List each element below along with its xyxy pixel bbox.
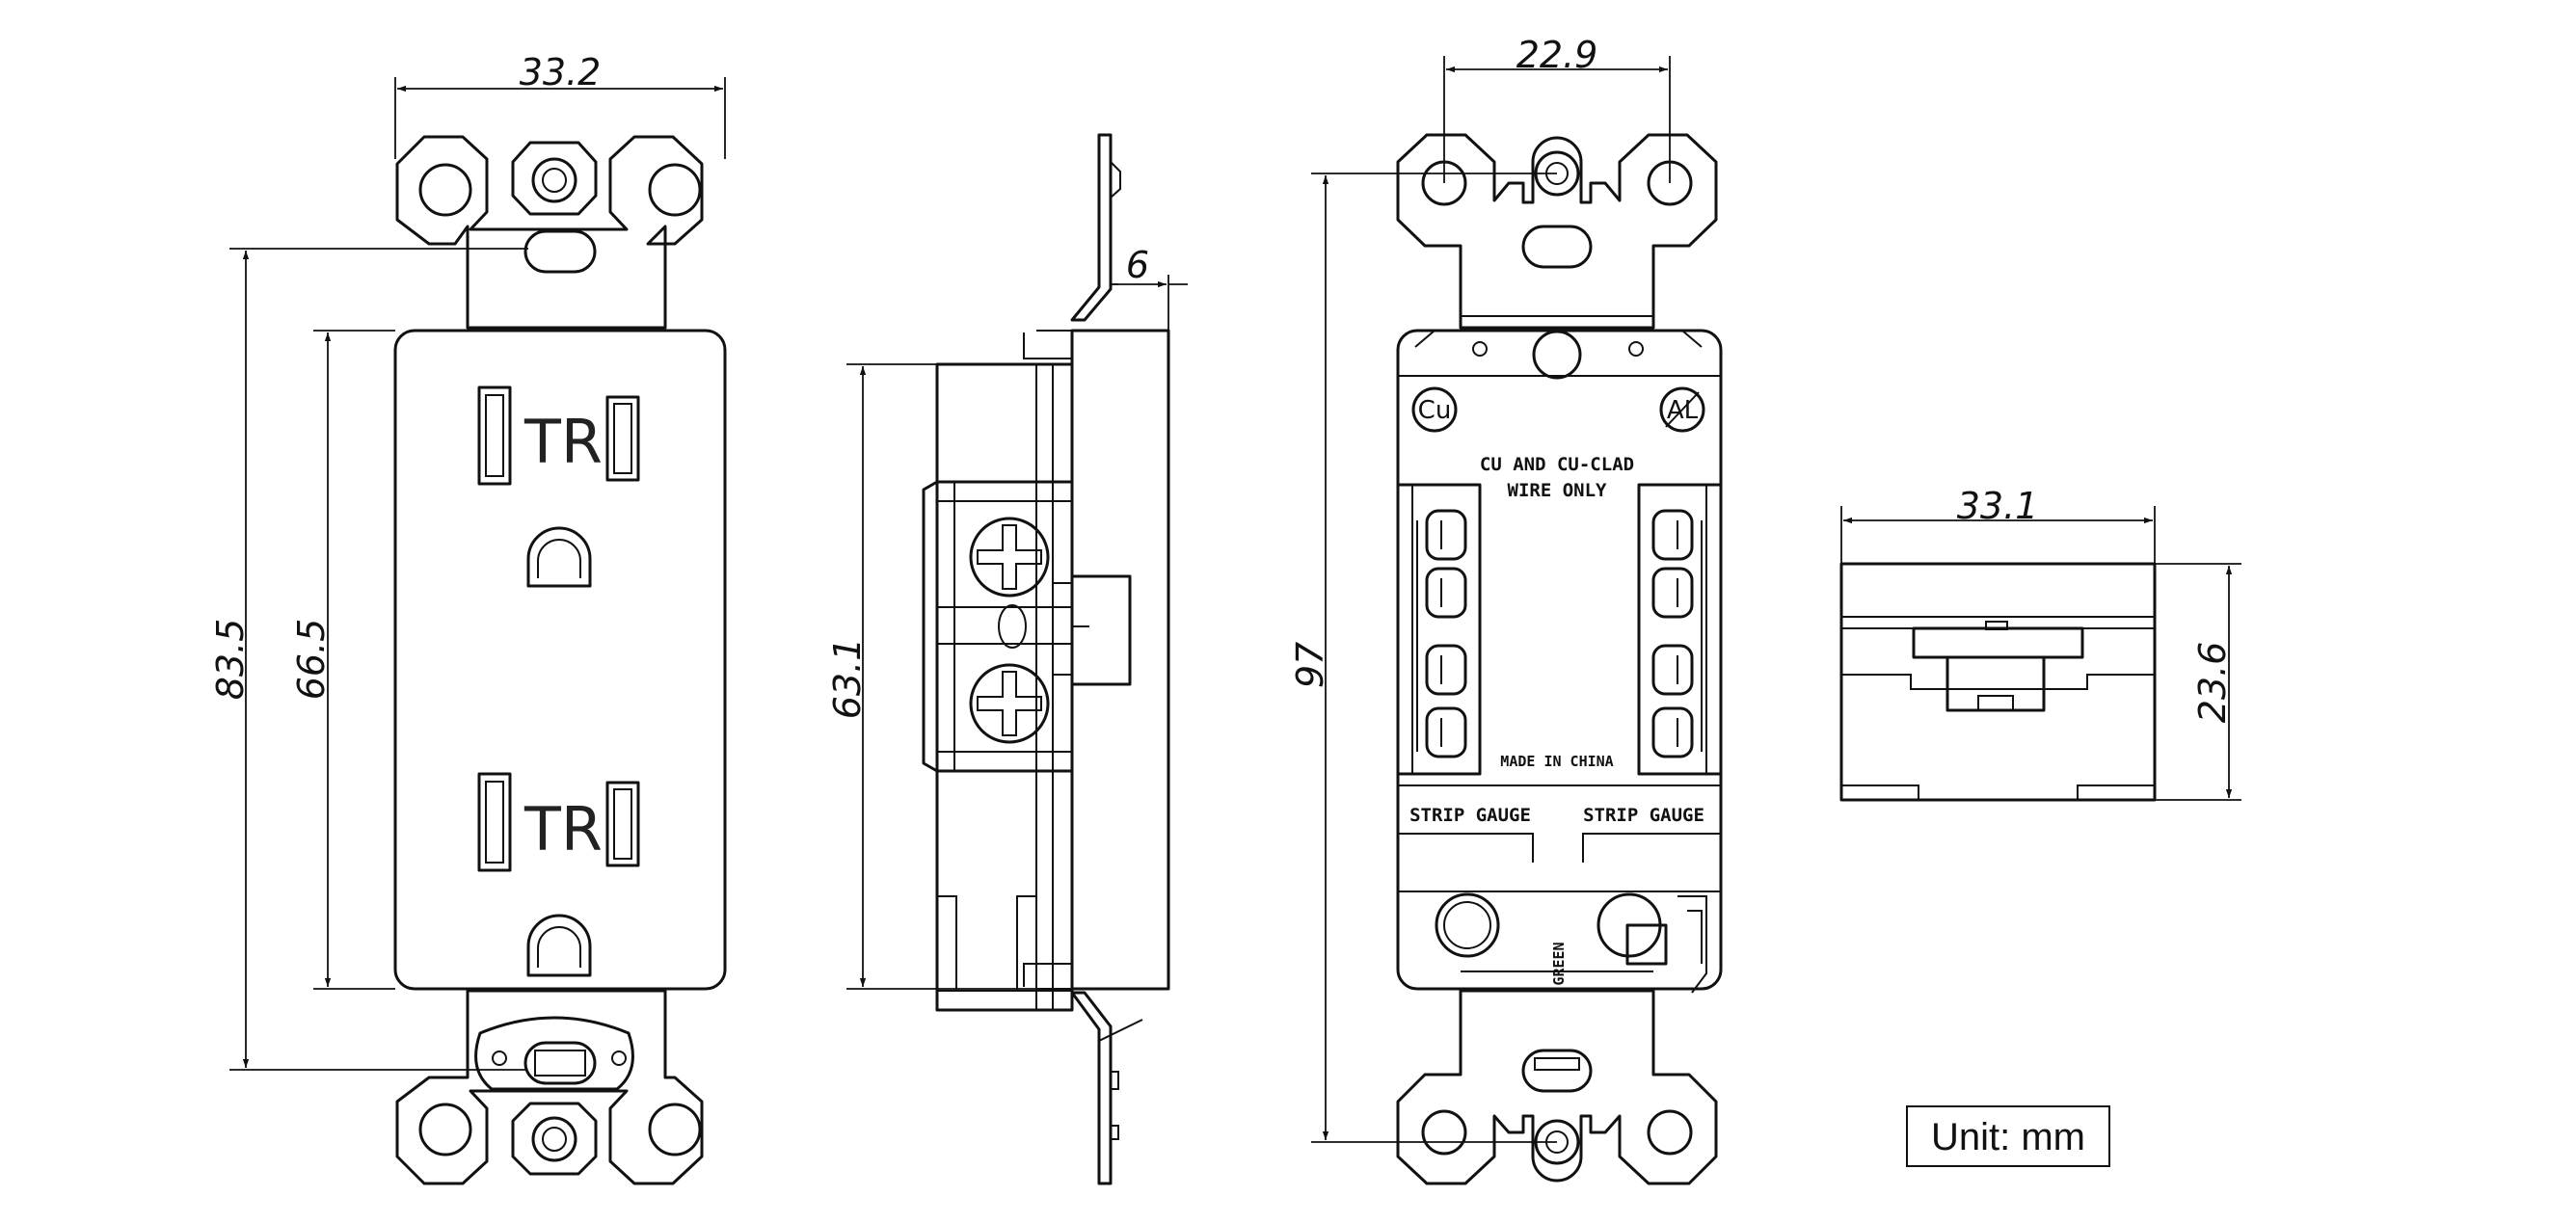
front-width-dimension: 33.2: [520, 51, 602, 93]
front-upper-tr-label: TR: [523, 407, 603, 477]
back-left-terminal-group: [1396, 483, 1482, 776]
back-bottom-slot: [1521, 1049, 1593, 1093]
front-lower-outlet: TR: [477, 772, 640, 977]
front-bottom-screw-boss: [511, 1102, 598, 1176]
front-top-right-hole: [648, 163, 702, 217]
back-cu-badge-circle: [1411, 386, 1458, 433]
back-overall-height-dimension: 97: [1289, 642, 1331, 688]
back-bottom-left-hole: [1421, 1109, 1467, 1156]
front-top-slot: [523, 229, 597, 274]
front-upper-left-slot: [477, 386, 512, 486]
bottom-center-tab: [1945, 655, 2046, 712]
front-bottom-slot: [523, 1041, 597, 1085]
front-bottom-right-hole: [648, 1103, 702, 1157]
back-strip-gauge-left-mark: [1398, 833, 1534, 863]
back-wire-note-line2: WIRE ONLY: [1508, 480, 1608, 501]
bottom-housing: [1839, 562, 2157, 802]
side-upper-screw: [969, 517, 1050, 598]
front-bottom-yoke: [395, 989, 704, 1185]
front-bottom-clip: [474, 1016, 634, 1091]
front-lower-left-slot: [477, 772, 512, 872]
side-terminal-block: [922, 480, 1074, 773]
front-top-screw-boss: [511, 141, 598, 216]
front-body-height-dimension: 66.5: [290, 619, 333, 701]
back-al-badge-circle: [1659, 386, 1705, 433]
unit-label-box: Unit: mm: [1906, 1105, 2110, 1167]
front-upper-ground-hole: [526, 526, 592, 588]
front-view: TR TR 33.2: [209, 51, 727, 1185]
unit-label: Unit: mm: [1931, 1116, 2085, 1158]
side-clip: [1072, 574, 1132, 686]
back-strip-gauge-left: STRIP GAUGE: [1409, 805, 1531, 826]
back-ground-label: GREEN: [1550, 942, 1568, 985]
back-top-yoke: [1396, 133, 1718, 330]
bottom-view: 33.1 23.6: [1839, 485, 2241, 802]
back-top-slot: [1521, 225, 1593, 269]
bottom-depth-dimension: 23.6: [2191, 642, 2234, 724]
front-upper-right-slot: [605, 395, 640, 482]
back-cu-badge: Cu: [1418, 396, 1452, 425]
back-lower-left-rivet: [1435, 892, 1500, 958]
front-lower-ground-hole: [526, 914, 592, 977]
front-overall-height-dimension: 83.5: [209, 619, 252, 701]
side-bottom-strap: [1070, 991, 1113, 1185]
back-strip-gauge-right-mark: [1582, 833, 1721, 863]
back-view: Cu AL CU AND CU-CLAD WIRE ONLY MADE IN C…: [1289, 34, 1723, 1185]
back-strip-gauge-right: STRIP GAUGE: [1583, 805, 1704, 826]
side-height-dimension: 63.1: [826, 638, 869, 720]
side-top-strap: [1070, 133, 1113, 322]
front-upper-outlet: TR: [477, 386, 640, 588]
side-view: 6 63.1: [826, 133, 1188, 1185]
back-bottom-right-hole: [1647, 1109, 1693, 1156]
back-bottom-yoke: [1396, 989, 1718, 1185]
bottom-width-dimension: 33.1: [1957, 485, 2039, 527]
front-top-yoke: [395, 135, 704, 330]
back-made-in-label: MADE IN CHINA: [1500, 753, 1613, 770]
front-bottom-left-hole: [418, 1103, 472, 1157]
front-top-left-hole: [418, 163, 472, 217]
front-bottom-screw: [531, 1116, 577, 1162]
back-top-rivet: [1532, 330, 1582, 380]
back-right-terminal-group: [1637, 483, 1723, 776]
front-body: [393, 329, 727, 991]
front-lower-right-slot: [605, 781, 640, 867]
front-top-screw: [531, 157, 577, 203]
back-wire-note-line1: CU AND CU-CLAD: [1480, 454, 1634, 475]
side-lower-screw: [969, 663, 1050, 744]
front-lower-tr-label: TR: [523, 794, 603, 864]
side-tab-dimension: 6: [1126, 244, 1149, 286]
side-front-cover: [1070, 329, 1170, 991]
back-hole-spacing-dimension: 22.9: [1516, 34, 1598, 76]
